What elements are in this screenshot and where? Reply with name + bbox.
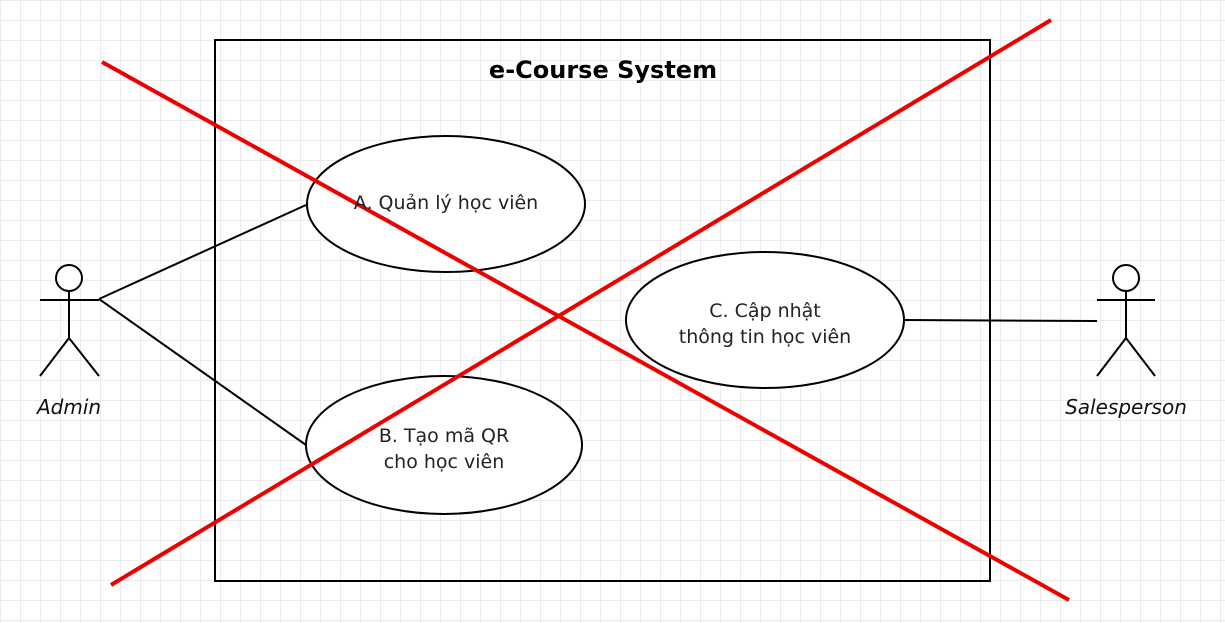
usecase-a-label-text: A. Quản lý học viên [353,192,539,214]
system-boundary[interactable] [214,39,991,582]
admin-actor-head [55,264,83,292]
admin-actor-figure[interactable] [39,264,100,377]
association-salesperson-usecase-c[interactable] [903,319,1098,322]
association-admin-usecase-a[interactable] [98,204,307,300]
red-strike-line-2 [109,18,1053,587]
usecase-b-label-line1: B. Tạo mã QR [378,425,510,447]
usecase-b-label-line2: cho học viên [383,451,505,473]
salesperson-actor-left-leg [1096,337,1127,377]
usecase-c-label: C. Cập nhật thông tin học viên [626,298,904,350]
salesperson-actor-name: Salesperson [1065,395,1187,419]
usecase-c-label-line1: C. Cập nhật [709,300,821,322]
usecase-a-ellipse[interactable] [306,135,586,273]
salesperson-actor-head [1112,264,1140,292]
red-strike-line-1 [101,60,1070,602]
association-admin-usecase-b[interactable] [98,298,307,446]
salesperson-actor-right-leg [1125,337,1156,377]
admin-actor-name: Admin [36,395,102,419]
salesperson-actor-figure[interactable] [1096,264,1156,377]
usecase-a-label: A. Quản lý học viên [307,190,585,216]
system-title: e-Course System [488,56,718,84]
usecase-c-ellipse[interactable] [625,251,905,389]
admin-actor-left-leg [39,337,70,377]
admin-actor-right-leg [68,337,100,377]
usecase-b-ellipse[interactable] [305,375,583,515]
usecase-c-label-line2: thông tin học viên [678,326,852,348]
usecase-b-label: B. Tạo mã QR cho học viên [306,423,582,475]
